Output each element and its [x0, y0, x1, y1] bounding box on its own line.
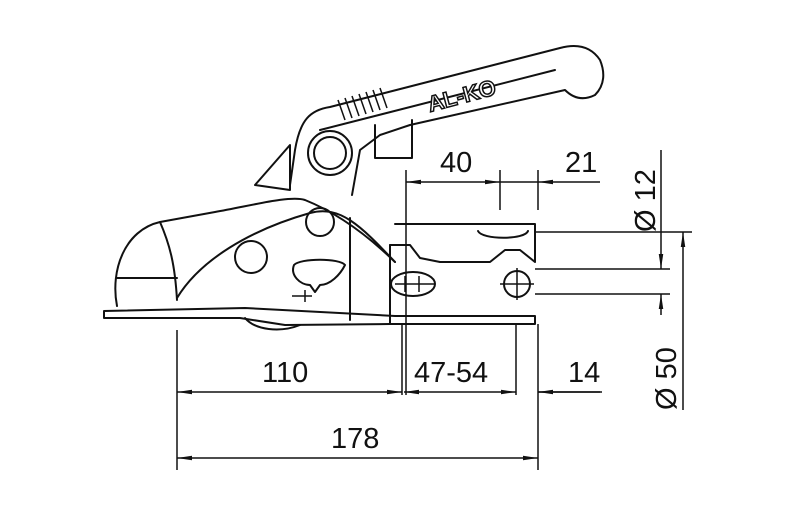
- coupling-body: [103, 197, 536, 331]
- dim-d12-label: Ø 12: [630, 169, 662, 232]
- coupling-handle: AL-KO: [254, 45, 605, 196]
- dim-14-label: 14: [568, 357, 600, 389]
- dim-21-label: 21: [565, 147, 597, 179]
- dim-178-label: 178: [331, 423, 379, 455]
- dim-d50-label: Ø 50: [651, 347, 683, 410]
- dimension-lines: [176, 150, 692, 470]
- dim-47-54-label: 47-54: [414, 357, 488, 389]
- brand-label: AL-KO: [425, 75, 499, 117]
- dim-110-label: 110: [262, 357, 308, 389]
- dim-40-label: 40: [440, 147, 472, 179]
